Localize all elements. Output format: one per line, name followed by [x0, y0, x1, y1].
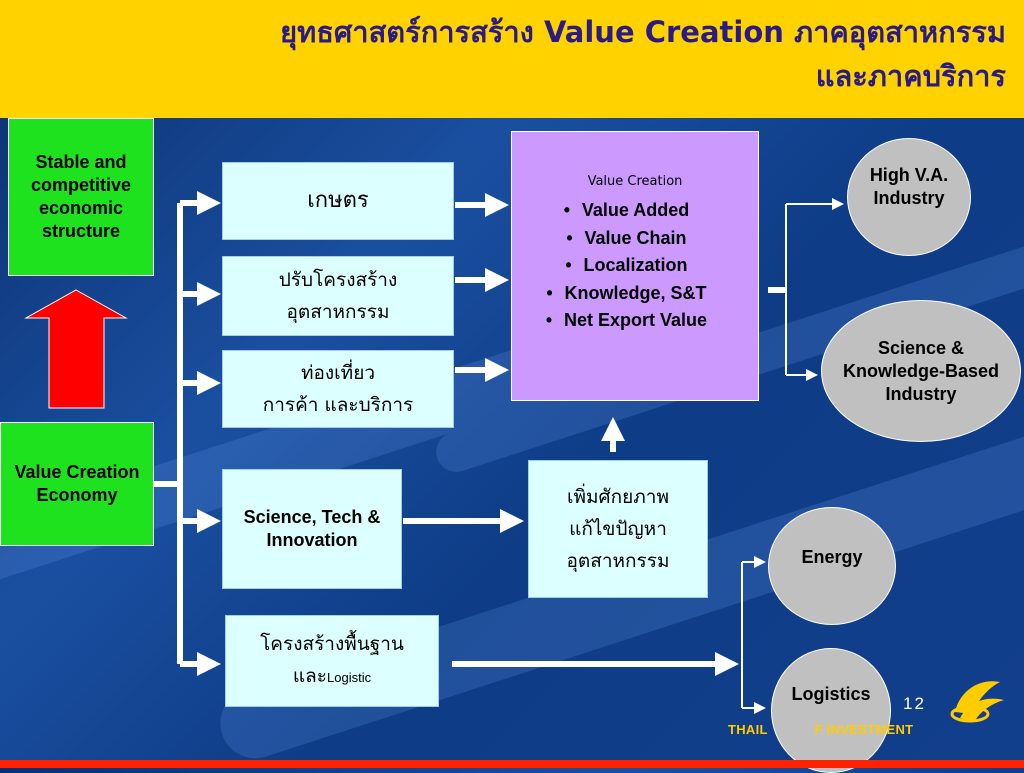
capability-line-1: เพิ่มศักยภาพ — [567, 486, 669, 508]
boi-logo-icon — [950, 681, 1004, 723]
value-creation-list: Value AddedValue ChainLocalizationKnowle… — [512, 197, 707, 335]
tourism-line-1: ท่องเที่ยว — [300, 362, 376, 384]
value-creation-item: Knowledge, S&T — [534, 280, 707, 308]
high-va-label: High V.A. Industry — [869, 165, 949, 208]
org-name-text: THAIL F INVESTMENT — [728, 722, 914, 737]
science-kb-industry-oval: Science & Knowledge-Based Industry — [821, 300, 1021, 442]
industry-line-2: อุตสาหกรรม — [286, 301, 390, 323]
science-tech-box: Science, Tech & Innovation — [222, 469, 402, 589]
infra-line-2: และLogistic — [292, 665, 372, 687]
page-number: 12 — [903, 694, 926, 713]
capability-line-3: อุตสาหกรรม — [566, 550, 670, 572]
stable-economy-box: Stable and competitive economic structur… — [8, 118, 154, 276]
high-va-industry-oval: High V.A. Industry — [847, 138, 971, 256]
agriculture-label: เกษตร — [307, 188, 369, 213]
up-arrow — [24, 289, 128, 409]
title-line-1: ยุทธศาสตร์การสร้าง Value Creation ภาคอุต… — [280, 15, 1006, 49]
value-creation-item: Value Added — [534, 197, 707, 225]
logistics-label: Logistics — [791, 684, 871, 704]
value-creation-title: Value Creation — [587, 174, 683, 189]
infra-line-1: โครงสร้างพื้นฐาน — [260, 633, 404, 655]
logistics-oval: Logistics — [771, 648, 891, 773]
value-creation-economy-box: Value Creation Economy — [0, 422, 154, 546]
value-creation-item: Value Chain — [534, 225, 707, 253]
title-line-2: และภาคบริการ — [815, 59, 1006, 93]
agriculture-box: เกษตร — [222, 162, 454, 240]
tourism-line-2: การค้า และบริการ — [262, 394, 414, 416]
value-creation-box: Value Creation Value AddedValue ChainLoc… — [511, 131, 759, 401]
tourism-trade-box: ท่องเที่ยว การค้า และบริการ — [222, 350, 454, 428]
value-creation-item: Localization — [534, 252, 707, 280]
stable-economy-label: Stable and competitive economic structur… — [30, 152, 132, 241]
bottom-accent-line — [0, 760, 1024, 768]
infrastructure-box: โครงสร้างพื้นฐาน และLogistic — [225, 615, 439, 707]
science-kb-label: Science & Knowledge-Based Industry — [842, 337, 1000, 404]
value-creation-item: Net Export Value — [534, 307, 707, 335]
vce-label: Value Creation Economy — [14, 462, 140, 505]
infra-logistic-text: Logistic — [327, 670, 372, 685]
capability-box: เพิ่มศักยภาพ แก้ไขปัญหา อุตสาหกรรม — [528, 460, 708, 598]
energy-label: Energy — [801, 547, 863, 567]
industry-restructure-box: ปรับโครงสร้าง อุตสาหกรรม — [222, 256, 454, 336]
title-bar: ยุทธศาสตร์การสร้าง Value Creation ภาคอุต… — [0, 0, 1024, 118]
capability-line-2: แก้ไขปัญหา — [569, 518, 667, 540]
industry-line-1: ปรับโครงสร้าง — [278, 269, 398, 291]
science-tech-label: Science, Tech & Innovation — [243, 507, 381, 550]
energy-oval: Energy — [768, 507, 896, 625]
